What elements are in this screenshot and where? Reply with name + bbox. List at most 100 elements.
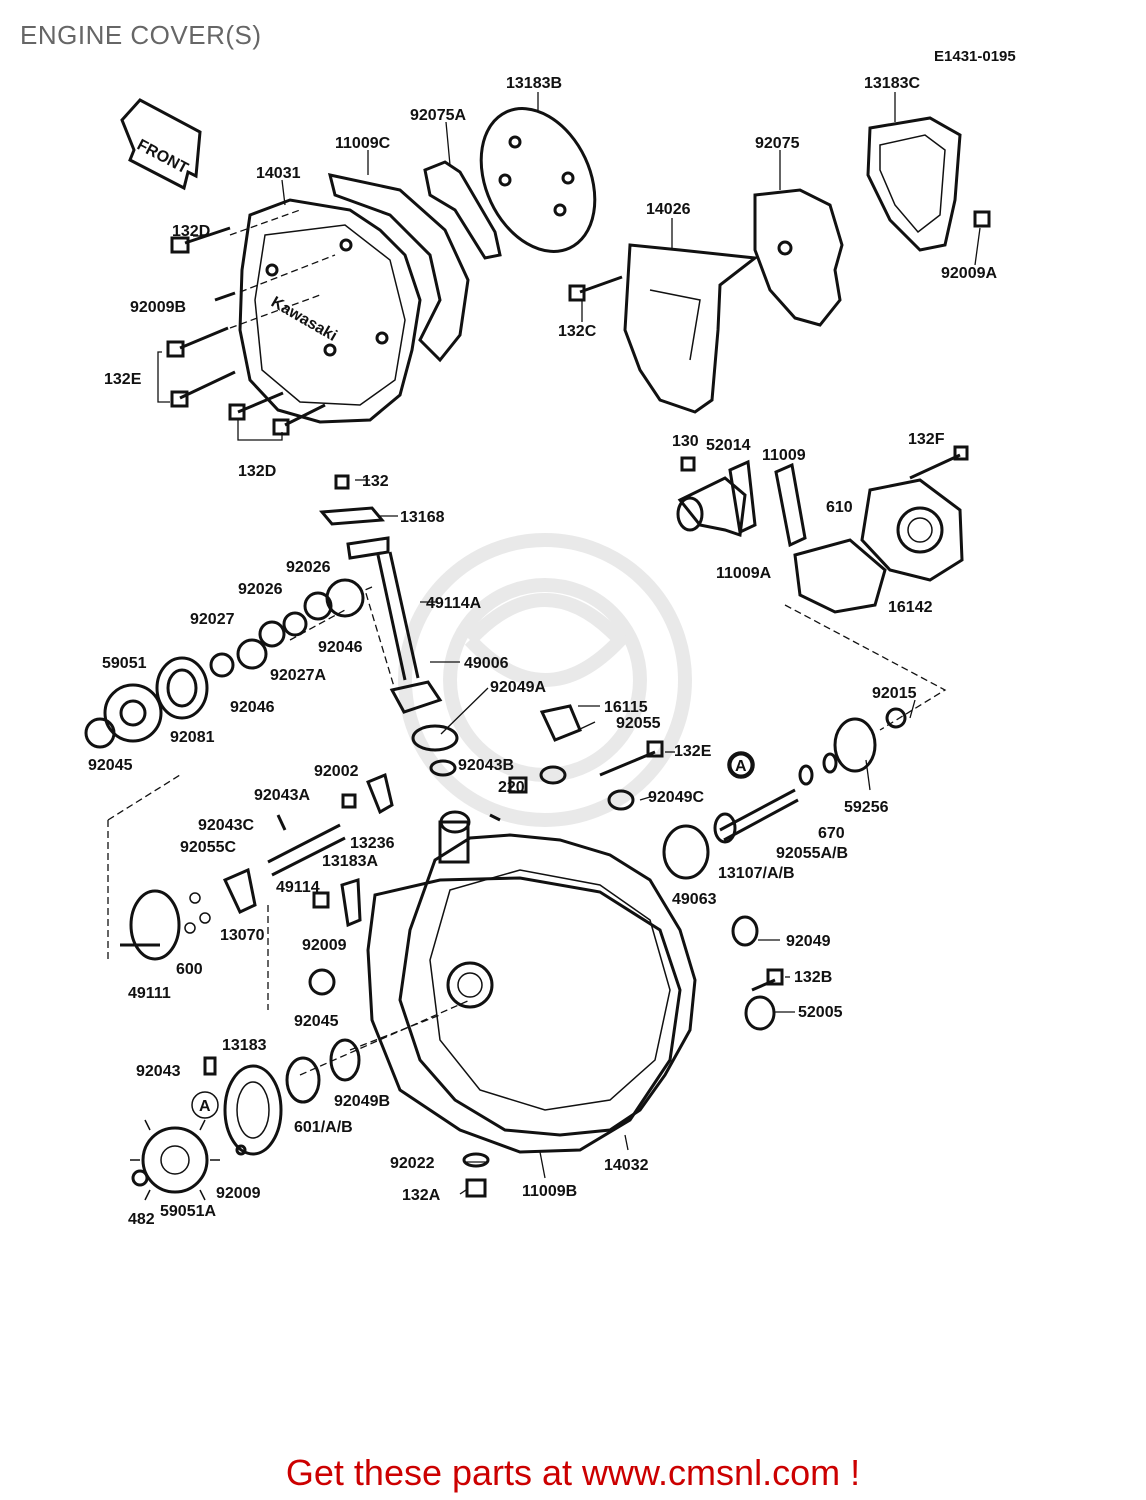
- label-92002: 92002: [314, 763, 359, 780]
- label-670: 670: [818, 825, 845, 842]
- cover-13183C: [866, 116, 962, 252]
- front-arrow-icon: FRONT: [120, 98, 202, 191]
- gasket-11009C: [327, 173, 470, 363]
- label-92046-b: 92046: [230, 699, 275, 716]
- label-132C: 132C: [558, 323, 597, 340]
- label-13183B: 13183B: [506, 75, 562, 92]
- diagram-id: E1431-0195: [934, 48, 1016, 65]
- label-14026: 14026: [646, 201, 691, 218]
- label-92055: 92055: [616, 715, 661, 732]
- label-601AB: 601/A/B: [294, 1119, 353, 1136]
- label-92026-b: 92026: [238, 581, 283, 598]
- label-132A: 132A: [402, 1187, 441, 1204]
- callout-marker-a-right: A: [727, 751, 755, 779]
- label-92043B: 92043B: [458, 757, 514, 774]
- kickstarter-shaft-parts: [84, 474, 459, 777]
- label-13236: 13236: [350, 835, 395, 852]
- plate-92075A: [423, 160, 502, 260]
- label-11009A: 11009A: [716, 565, 772, 582]
- label-11009B: 11009B: [522, 1183, 577, 1200]
- label-92015: 92015: [872, 685, 917, 702]
- crankcase-cover-14032: [398, 810, 697, 1137]
- label-92009-a: 92009: [302, 937, 347, 954]
- cover-disc-13183B: [479, 107, 597, 253]
- label-13070: 13070: [220, 927, 265, 944]
- label-92027: 92027: [190, 611, 235, 628]
- label-59051A: 59051A: [160, 1203, 216, 1220]
- cmsnl-parts-link[interactable]: Get these parts at www.cmsnl.com !: [285, 1452, 861, 1493]
- label-610: 610: [826, 499, 853, 516]
- label-92075: 92075: [755, 135, 800, 152]
- page-title: ENGINE COVER(S): [20, 20, 262, 50]
- bolt-92009B: [214, 291, 236, 302]
- label-92043A: 92043A: [254, 787, 310, 804]
- label-482: 482: [128, 1211, 155, 1228]
- label-92045-a: 92045: [88, 757, 133, 774]
- label-14031: 14031: [256, 165, 301, 182]
- label-52014: 52014: [706, 437, 751, 454]
- label-132E-left: 132E: [104, 371, 142, 388]
- label-600: 600: [176, 961, 203, 978]
- bolt-92009A: [973, 210, 991, 228]
- label-92009A: 92009A: [941, 265, 997, 282]
- bolt-132D-top: [170, 226, 231, 254]
- label-52005: 52005: [798, 1004, 843, 1021]
- label-92022: 92022: [390, 1155, 435, 1172]
- label-92081: 92081: [170, 729, 215, 746]
- label-11009: 11009: [762, 447, 806, 464]
- callout-marker-a-left: A: [191, 1091, 219, 1119]
- label-132: 132: [362, 473, 389, 490]
- sprocket-59051A: [130, 1119, 220, 1201]
- label-92075A: 92075A: [410, 107, 466, 124]
- svg-text:A: A: [735, 758, 747, 775]
- part-labels: 13183B 92075A 11009C 14031 92075 13183C …: [88, 75, 997, 1228]
- label-92055AB: 92055A/B: [776, 845, 848, 862]
- front-label: FRONT: [134, 137, 191, 178]
- label-92043C: 92043C: [198, 817, 254, 834]
- label-11009C: 11009C: [335, 135, 391, 152]
- label-13183A: 13183A: [322, 853, 378, 870]
- label-132D-top: 132D: [172, 223, 210, 240]
- gasket-92075: [753, 188, 844, 327]
- case-small-parts: [462, 704, 784, 1198]
- label-92049C: 92049C: [648, 789, 704, 806]
- label-13183: 13183: [222, 1037, 267, 1054]
- label-16115: 16115: [604, 699, 648, 716]
- sprocket-cover-14026: [623, 243, 759, 414]
- label-92045-b: 92045: [294, 1013, 339, 1030]
- label-13168: 13168: [400, 509, 445, 526]
- label-132E-right: 132E: [674, 743, 712, 760]
- label-59051: 59051: [102, 655, 147, 672]
- label-220: 220: [498, 779, 525, 796]
- label-130: 130: [672, 433, 699, 450]
- pump-shaft-13107: [713, 707, 907, 844]
- label-92049: 92049: [786, 933, 831, 950]
- label-49111: 49111: [128, 985, 171, 1002]
- label-49063: 49063: [672, 891, 717, 908]
- water-pump-parts: [676, 445, 969, 614]
- label-132B: 132B: [794, 969, 832, 986]
- label-49006: 49006: [464, 655, 509, 672]
- clutch-cover-part: Kawasaki: [238, 198, 422, 424]
- label-92049A: 92049A: [490, 679, 546, 696]
- label-92043: 92043: [136, 1063, 181, 1080]
- label-49114A: 49114A: [426, 595, 482, 612]
- label-92049B: 92049B: [334, 1093, 390, 1110]
- label-59256: 59256: [844, 799, 889, 816]
- label-49114: 49114: [276, 879, 320, 896]
- bearing-parts-bottom: [131, 1038, 361, 1187]
- label-92009B: 92009B: [130, 299, 186, 316]
- label-14032: 14032: [604, 1157, 649, 1174]
- svg-text:A: A: [199, 1098, 211, 1115]
- bolts-132D-bottom: [228, 391, 326, 441]
- label-132D-bottom: 132D: [238, 463, 276, 480]
- label-92055C: 92055C: [180, 839, 236, 856]
- label-92009-b: 92009: [216, 1185, 261, 1202]
- label-92046-a: 92046: [318, 639, 363, 656]
- label-132F: 132F: [908, 431, 945, 448]
- label-13183C: 13183C: [864, 75, 920, 92]
- label-16142: 16142: [888, 599, 933, 616]
- shift-parts: [120, 772, 394, 996]
- label-13107AB: 13107/A/B: [718, 865, 795, 882]
